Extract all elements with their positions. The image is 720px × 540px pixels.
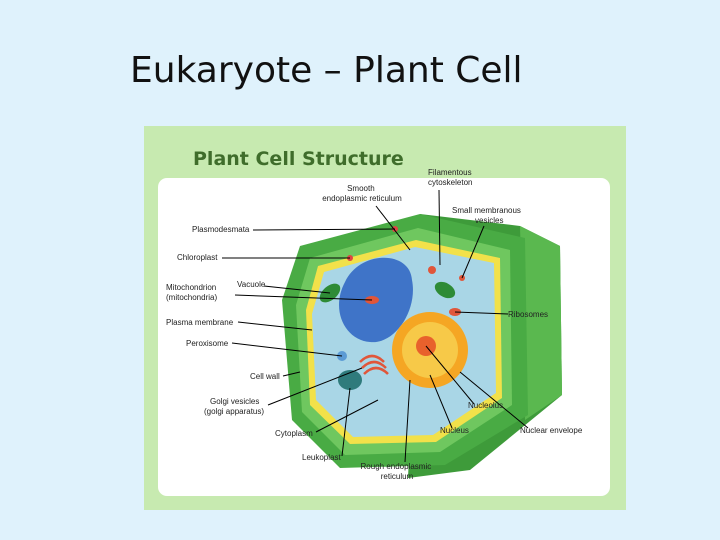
label-leukoplast: Leukoplast bbox=[302, 453, 341, 462]
chloroplast-shape-2 bbox=[434, 281, 456, 299]
label-vacuole: Vacuole bbox=[237, 280, 266, 289]
slide-title: Eukaryote – Plant Cell bbox=[130, 50, 523, 91]
leader-lines bbox=[222, 189, 529, 463]
label-smooth-er: Smooth endoplasmic reticulum bbox=[322, 184, 402, 203]
label-plasmodesmata: Plasmodesmata bbox=[192, 225, 250, 234]
golgi-shape bbox=[359, 354, 389, 375]
diagram-labels: Filamentous cytoskeleton Smooth endoplas… bbox=[166, 168, 583, 481]
cell-illustration bbox=[282, 214, 562, 478]
label-rough-er: Rough endoplasmic reticulum bbox=[361, 462, 434, 481]
figure-title: Plant Cell Structure bbox=[193, 148, 404, 170]
label-cell-wall: Cell wall bbox=[250, 372, 280, 381]
label-plasma-membrane: Plasma membrane bbox=[166, 318, 234, 327]
label-nuclear-envelope: Nuclear envelope bbox=[520, 426, 583, 435]
label-peroxisome: Peroxisome bbox=[186, 339, 229, 348]
label-ribosomes: Ribosomes bbox=[508, 310, 548, 319]
label-small-vesicles: Small membranous vesicles bbox=[452, 206, 523, 225]
label-chloroplast: Chloroplast bbox=[177, 253, 218, 262]
label-nucleolus: Nucleolus bbox=[468, 401, 503, 410]
vesicle-shape bbox=[428, 266, 436, 274]
cell-wall-side-highlight bbox=[520, 226, 562, 420]
label-filamentous-cytoskeleton: Filamentous cytoskeleton bbox=[428, 168, 474, 187]
label-cytoplasm: Cytoplasm bbox=[275, 429, 313, 438]
label-golgi: Golgi vesicles (golgi apparatus) bbox=[204, 397, 264, 416]
label-nucleus: Nucleus bbox=[440, 426, 469, 435]
label-mitochondrion: Mitochondrion (mitochondria) bbox=[166, 283, 218, 302]
